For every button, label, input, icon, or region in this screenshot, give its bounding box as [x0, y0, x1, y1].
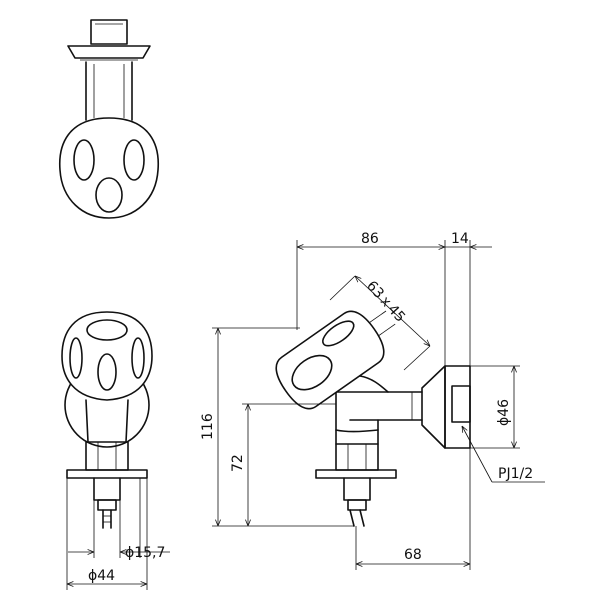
- top-view-grip-bottom: [95, 177, 123, 213]
- side-view-wall-flange: [421, 365, 446, 449]
- side-view-thread: [451, 385, 471, 423]
- front-view-grip-left: [69, 337, 83, 379]
- dim-dia-46: ϕ46: [496, 399, 512, 426]
- side-view-base-plate: [315, 469, 397, 479]
- front-view-spout-tip: [102, 509, 112, 529]
- dim-dia-44: ϕ44: [88, 568, 115, 584]
- top-view-neck: [85, 61, 133, 121]
- top-view-grip-left: [73, 139, 95, 181]
- front-view: [61, 311, 153, 529]
- side-view-dimensions: 86 14 63ｘ45 116 72 ϕ46 68 PJ1/2: [200, 231, 545, 570]
- top-view: [58, 19, 160, 219]
- side-view-connector: [444, 365, 471, 449]
- dim-dia-15-7: ϕ15,7: [125, 545, 165, 561]
- top-view-connector: [90, 19, 128, 45]
- dim-width-68: 68: [404, 547, 422, 563]
- top-view-handle: [58, 117, 160, 219]
- side-view-nut: [335, 443, 379, 471]
- dim-width-86: 86: [361, 231, 379, 247]
- front-view-grip-right: [131, 337, 145, 379]
- front-view-grip-center: [97, 353, 117, 391]
- front-view-base-plate: [66, 469, 148, 479]
- top-view-flange: [67, 45, 151, 59]
- front-view-stem: [93, 477, 121, 501]
- dim-handle-size: 63ｘ45: [363, 278, 408, 326]
- side-view-spout-tip: [349, 509, 365, 527]
- dim-height-116: 116: [200, 413, 216, 440]
- front-view-neck: [85, 399, 129, 443]
- side-view-body-pipe: [329, 391, 423, 421]
- top-view-grip-right: [123, 139, 145, 181]
- front-view-handle: [61, 311, 153, 401]
- side-view-stem: [343, 477, 371, 501]
- dim-width-14: 14: [451, 231, 469, 247]
- front-view-grip-top: [86, 319, 128, 341]
- front-view-dimensions: ϕ15,7 ϕ44: [66, 478, 170, 590]
- front-view-spout: [97, 499, 117, 511]
- dim-height-72: 72: [230, 454, 246, 472]
- side-view-vertical-body: [335, 391, 379, 445]
- dim-thread: PJ1/2: [498, 466, 533, 482]
